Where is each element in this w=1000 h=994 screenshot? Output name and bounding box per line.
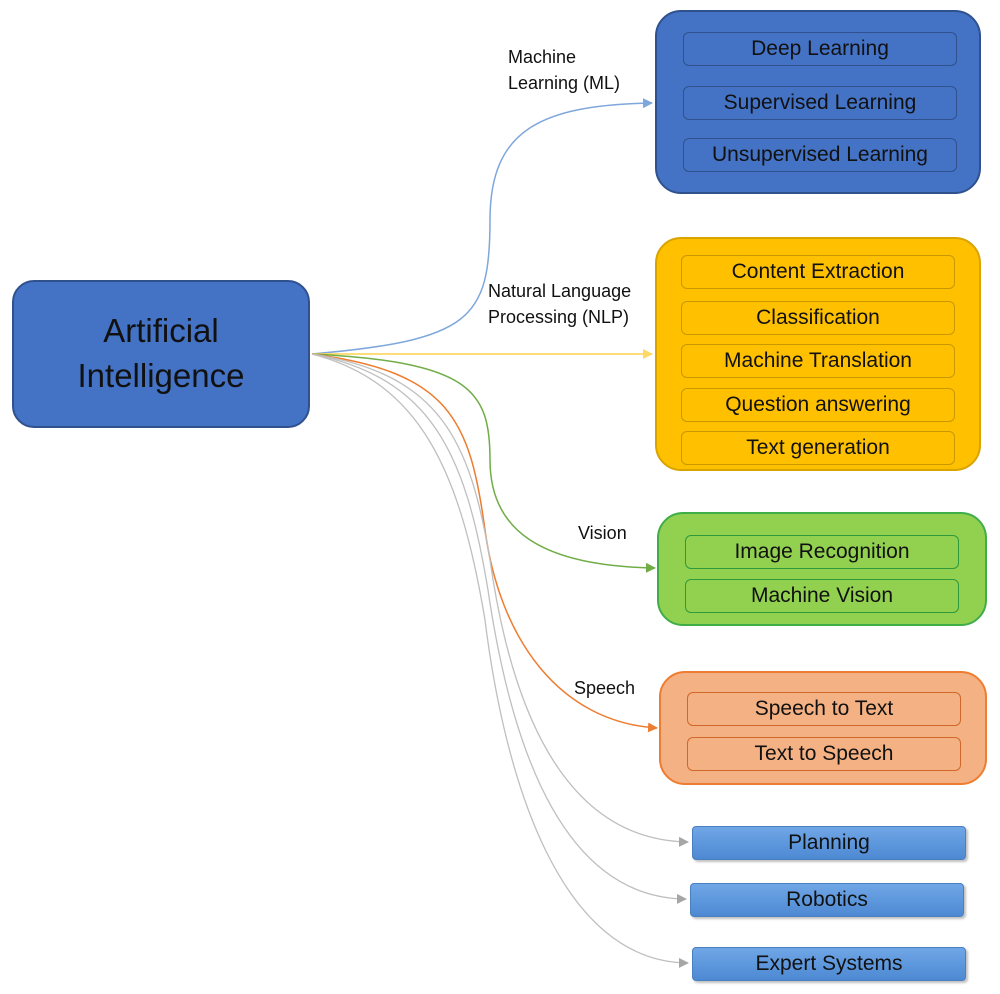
vision-group: Image Recognition Machine Vision bbox=[657, 512, 987, 626]
branch-label-vision: Vision bbox=[578, 523, 627, 543]
ml-group: Deep Learning Supervised Learning Unsupe… bbox=[655, 10, 981, 194]
nlp-item-content-extraction: Content Extraction bbox=[681, 255, 955, 289]
root-node-label: Artificial Intelligence bbox=[77, 312, 245, 394]
ml-item-deep-learning: Deep Learning bbox=[683, 32, 957, 66]
leaf-planning: Planning bbox=[692, 826, 966, 860]
vision-item-image-recognition: Image Recognition bbox=[685, 535, 959, 569]
branch-label-ml: Machine Learning (ML) bbox=[508, 47, 621, 94]
branch-label-nlp: Natural Language Processing (NLP) bbox=[488, 281, 632, 328]
root-node-ai: Artificial Intelligence bbox=[12, 280, 310, 428]
nlp-group: Content Extraction Classification Machin… bbox=[655, 237, 981, 471]
connector-robotics bbox=[311, 353, 687, 904]
leaf-robotics: Robotics bbox=[690, 883, 964, 917]
ml-item-unsupervised-learning: Unsupervised Learning bbox=[683, 138, 957, 172]
leaf-expert-systems: Expert Systems bbox=[692, 947, 966, 981]
connector-expert-systems bbox=[311, 353, 689, 968]
connector-ml bbox=[311, 98, 653, 355]
branch-label-speech: Speech bbox=[574, 678, 636, 698]
vision-item-machine-vision: Machine Vision bbox=[685, 579, 959, 613]
connector-vision bbox=[311, 353, 656, 573]
speech-item-speech-to-text: Speech to Text bbox=[687, 692, 961, 726]
nlp-item-classification: Classification bbox=[681, 301, 955, 335]
speech-group: Speech to Text Text to Speech bbox=[659, 671, 987, 785]
connector-planning bbox=[311, 353, 689, 847]
nlp-item-machine-translation: Machine Translation bbox=[681, 344, 955, 378]
nlp-item-question-answering: Question answering bbox=[681, 388, 955, 422]
speech-item-text-to-speech: Text to Speech bbox=[687, 737, 961, 771]
nlp-item-text-generation: Text generation bbox=[681, 431, 955, 465]
ml-item-supervised-learning: Supervised Learning bbox=[683, 86, 957, 120]
